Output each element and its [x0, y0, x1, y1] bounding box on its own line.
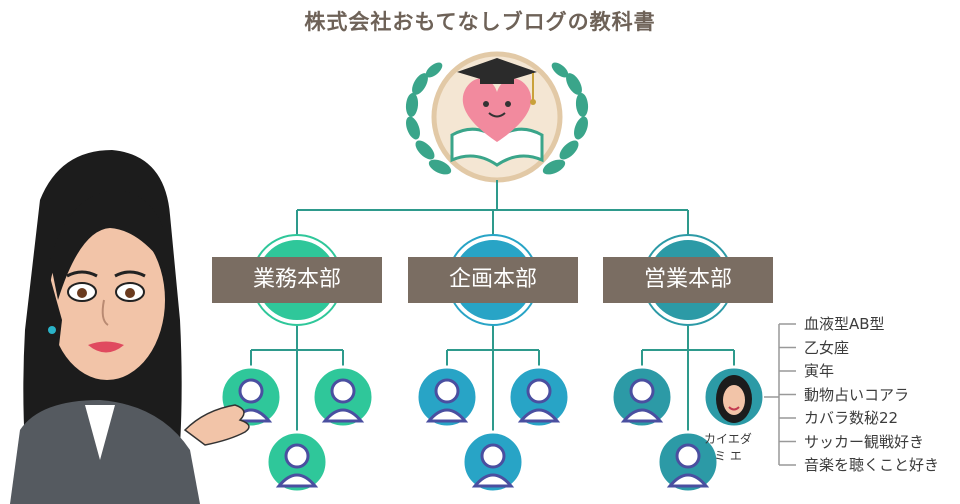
trait-item: 乙女座	[804, 338, 850, 357]
trait-item: 血液型AB型	[804, 315, 885, 333]
connector-lines	[250, 180, 735, 432]
character-illustration	[10, 150, 250, 504]
laurel-right-icon	[542, 62, 589, 175]
graduation-cap-icon	[457, 58, 537, 105]
member-photo-avatar	[702, 365, 766, 429]
trait-item: 音楽を聴くこと好き	[804, 456, 940, 474]
member-photo-name-line2: ミ エ	[714, 449, 742, 463]
member-avatar-icon	[461, 430, 525, 494]
heart-icon	[462, 78, 532, 142]
trait-bracket	[764, 323, 796, 466]
member-photo-label: カイエダ ミ エ	[698, 430, 758, 464]
trait-item: カバラ数秘22	[804, 409, 899, 427]
laurel-left-icon	[405, 62, 452, 175]
member-avatar-icon	[610, 365, 674, 429]
department-label-3: 営業本部	[603, 257, 773, 303]
member-avatar-icon	[415, 365, 479, 429]
page-title: 株式会社おもてなしブログの教科書	[304, 10, 656, 34]
member-avatar-icon	[311, 365, 375, 429]
department-label-1: 業務本部	[212, 257, 382, 303]
trait-item: 動物占いコアラ	[804, 385, 910, 404]
member-photo-name-line1: カイエダ	[704, 432, 752, 446]
emblem	[405, 51, 589, 183]
member-avatar-icon	[265, 430, 329, 494]
member-avatar-icon	[656, 430, 720, 494]
member-avatar-icon	[507, 365, 571, 429]
hand-icon	[183, 404, 250, 446]
trait-item: 寅年	[804, 362, 835, 380]
department-label-2: 企画本部	[408, 257, 578, 303]
trait-item: サッカー観戦好き	[804, 432, 925, 451]
